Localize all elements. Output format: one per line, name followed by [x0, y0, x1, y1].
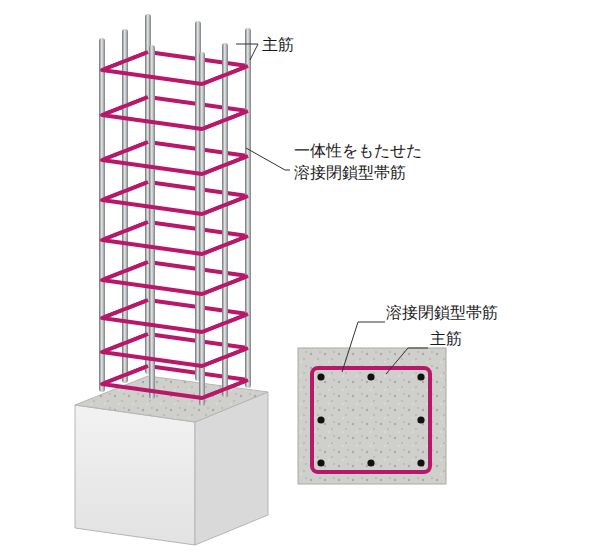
- hoop-bar: [102, 262, 248, 294]
- leader-line: [342, 322, 385, 372]
- section-bar: [367, 459, 374, 466]
- hoop-label: 一体性をもたせた 溶接閉鎖型帯筋: [294, 140, 427, 183]
- section-hoop: [312, 368, 430, 472]
- hoop-bar: [102, 300, 248, 332]
- main-bar: [122, 29, 128, 383]
- hoop-bar: [102, 97, 248, 129]
- section-bar-label: 主筋: [430, 328, 462, 350]
- hoop-bar: [102, 142, 248, 174]
- leader-line: [386, 348, 428, 374]
- section-bar: [317, 416, 324, 423]
- leader-line: [236, 44, 258, 60]
- section-bar: [417, 459, 424, 466]
- hoop-bar: [102, 334, 248, 366]
- main-bar: [99, 38, 105, 392]
- section-bars: [317, 373, 424, 466]
- section-bar: [417, 373, 424, 380]
- main-bar: [149, 45, 155, 399]
- base-front: [75, 405, 195, 545]
- rebar-cage: [99, 14, 251, 406]
- hoop-bar: [102, 182, 248, 214]
- main-bar: [199, 52, 205, 406]
- section-bar: [317, 373, 324, 380]
- hoop-bar: [102, 52, 248, 84]
- section-bar: [367, 373, 374, 380]
- leader-line: [246, 148, 290, 170]
- section-bar: [417, 416, 424, 423]
- bar-label: 主筋: [262, 34, 294, 56]
- hoop-bar: [102, 222, 248, 254]
- section-concrete: [298, 348, 446, 484]
- main-bar: [245, 28, 251, 388]
- section-bar: [317, 459, 324, 466]
- main-bar: [222, 43, 228, 397]
- section-hoop-label: 溶接閉鎖型帯筋: [386, 302, 498, 324]
- hoop-bar: [102, 366, 248, 398]
